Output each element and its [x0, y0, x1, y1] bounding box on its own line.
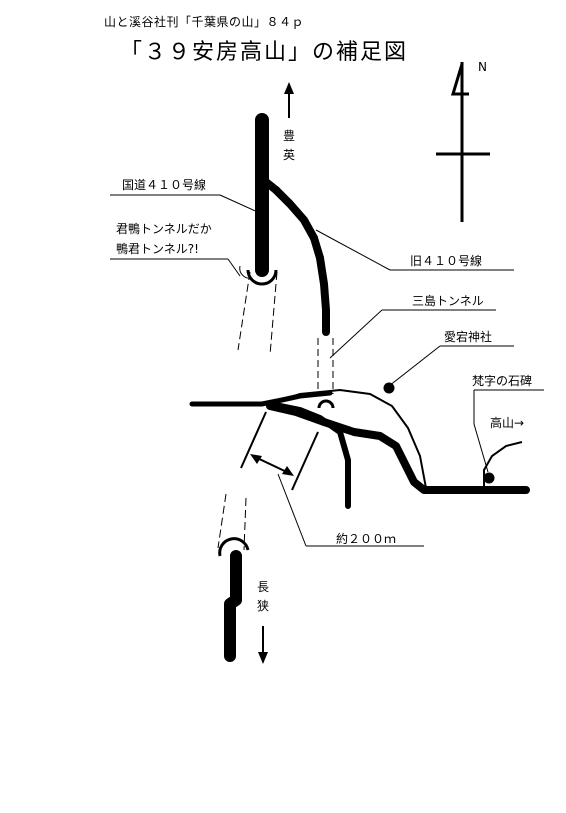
- leader-mishima: [329, 309, 383, 359]
- north-arrow-icon: [450, 63, 469, 96]
- leader-tunnel: [227, 258, 241, 277]
- label-atago-shrine: 愛宕神社: [444, 330, 493, 344]
- road-to-nagasa: [224, 550, 242, 662]
- mishima-tunnel-portal-icon: [317, 399, 335, 409]
- label-old-route410: 旧４１０号線: [410, 254, 483, 268]
- south-tunnel-dashed-left: [217, 493, 227, 549]
- north-arrow-toyohide: [284, 82, 294, 118]
- label-tunnel-name-2: 鴨君トンネル?!: [116, 242, 199, 256]
- label-distance: 約２００ｍ: [336, 532, 397, 546]
- south-arrow-nagasa: [258, 626, 268, 664]
- tunnel-dashed-right: [269, 271, 278, 356]
- label-north: N: [478, 60, 487, 74]
- junction-road: [189, 390, 333, 407]
- leader-shrine: [388, 345, 441, 387]
- label-nagasa: 長狭: [256, 580, 269, 613]
- shrine-path: [269, 388, 427, 489]
- label-tunnel-name-1: 君鴨トンネルだか: [116, 222, 212, 236]
- label-takayama: 高山→: [490, 416, 525, 430]
- leader-route410: [219, 194, 263, 215]
- label-mishima-tunnel: 三島トンネル: [412, 294, 484, 308]
- leader-old-route: [315, 229, 391, 271]
- map-title: 「３９安房高山」の補足図: [120, 40, 409, 65]
- bonji-stone-marker: [483, 472, 495, 484]
- road-to-takayama: [266, 402, 530, 494]
- compass: [436, 62, 490, 222]
- tunnel-dashed-left: [237, 271, 251, 351]
- distance-tick-left: [240, 411, 267, 469]
- label-bonji-stone: 梵字の石碑: [472, 374, 533, 388]
- leader-bonji: [473, 390, 489, 473]
- atago-shrine-marker: [383, 382, 395, 394]
- source-reference: 山と溪谷社刊「千葉県の山」８４ｐ: [104, 15, 305, 29]
- label-toyohide: 豊英: [282, 129, 295, 162]
- south-tunnel-portal-icon: [218, 537, 250, 557]
- leader-distance: [277, 473, 307, 547]
- distance-tick-right: [291, 431, 319, 491]
- label-route410: 国道４１０号線: [122, 178, 207, 192]
